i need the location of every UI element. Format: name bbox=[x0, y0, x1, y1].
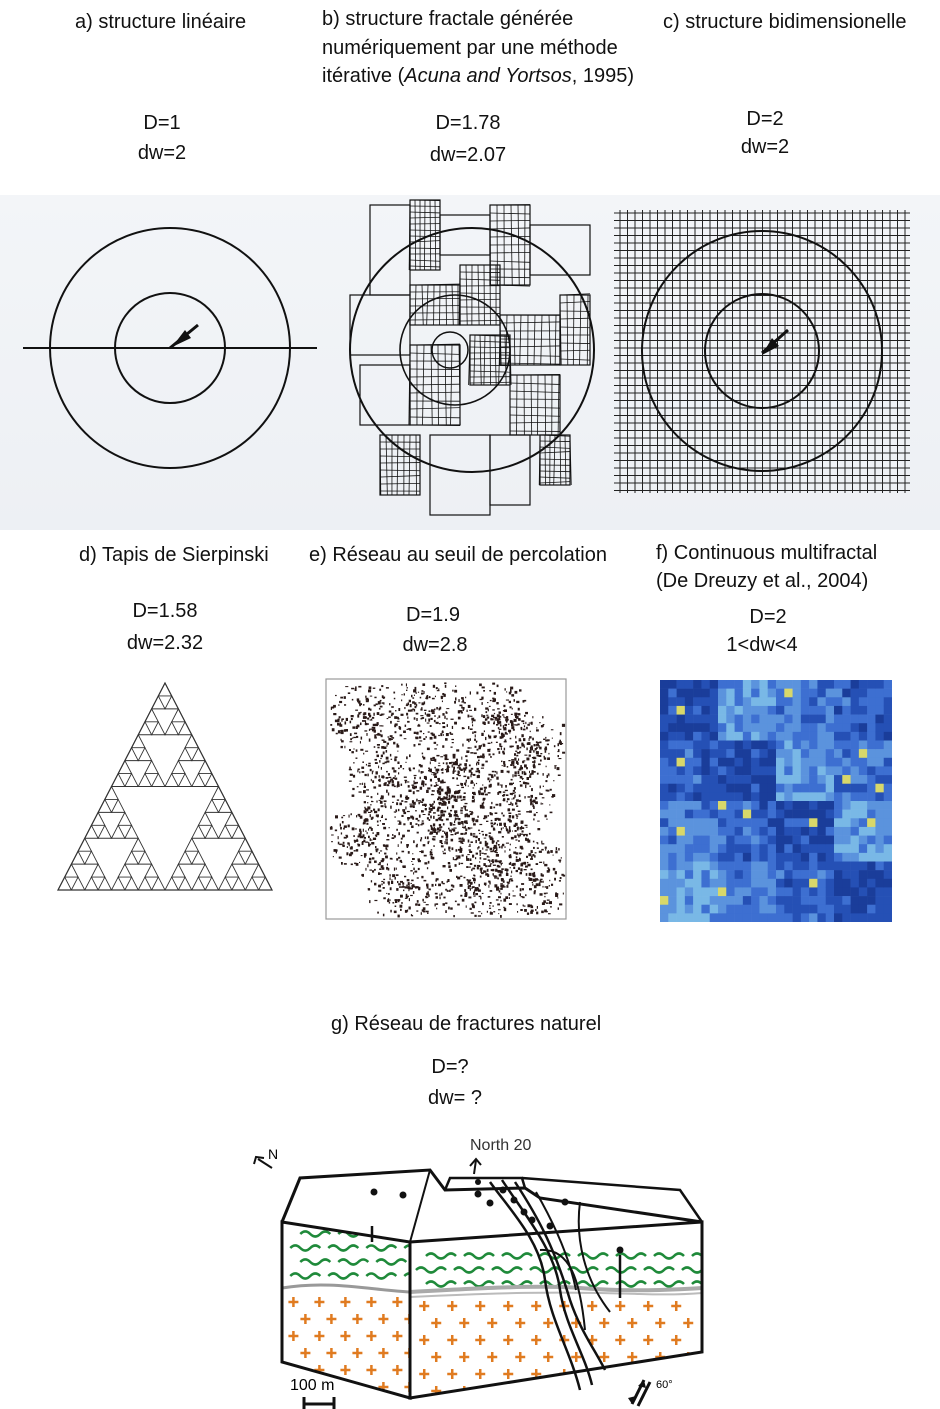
panel-b-citation: Acuna and Yortsos bbox=[404, 65, 572, 87]
panel-d-figure bbox=[55, 680, 275, 895]
panel-g-title: g) Réseau de fractures naturel bbox=[331, 1013, 602, 1035]
panel-c-d-value: D=2 bbox=[746, 108, 784, 130]
panel-e-d-value: D=1.9 bbox=[406, 604, 460, 626]
panel-d-d-value: D=1.58 bbox=[132, 600, 198, 622]
panel-f-d-value: D=2 bbox=[749, 606, 787, 628]
panel-b-title-line2: numériquement par une méthode bbox=[322, 37, 618, 59]
panel-g-dw-value: dw= ? bbox=[428, 1087, 482, 1109]
panel-a-d-value: D=1 bbox=[143, 112, 181, 134]
panel-c-dw-value: dw=2 bbox=[740, 136, 790, 158]
scale-label: 100 m bbox=[290, 1377, 334, 1394]
panel-a-figure bbox=[15, 205, 325, 495]
panel-a-dw-value: dw=2 bbox=[137, 142, 187, 164]
panel-b-title-line3: itérative (Acuna and Yortsos, 1995) bbox=[322, 63, 634, 89]
panel-b-dw-value: dw=2.07 bbox=[429, 144, 507, 166]
panel-b-title-line3-post: , 1995) bbox=[571, 65, 635, 87]
dip-label: 60° bbox=[656, 1379, 673, 1391]
panel-f-title-line1: f) Continuous multifractal bbox=[656, 542, 878, 564]
panel-b-title-line3-pre: itérative ( bbox=[322, 65, 405, 87]
panel-c-figure bbox=[612, 208, 912, 498]
panel-b-figure bbox=[340, 195, 605, 525]
panel-f-figure bbox=[660, 680, 892, 922]
panel-c-title: c) structure bidimensionelle bbox=[663, 11, 907, 33]
north-label: N bbox=[268, 1146, 278, 1162]
panel-a-title: a) structure linéaire bbox=[75, 11, 247, 33]
panel-d-dw-value: dw=2.32 bbox=[126, 632, 204, 654]
panel-e-title: e) Réseau au seuil de percolation bbox=[309, 544, 607, 566]
panel-b-title-line1: b) structure fractale générée bbox=[322, 8, 574, 30]
panel-e-dw-value: dw=2.8 bbox=[402, 634, 468, 656]
panel-g-figure: N North 20 100 m 60° bbox=[240, 1130, 720, 1409]
panel-e-figure bbox=[325, 678, 567, 920]
north20-label: North 20 bbox=[470, 1137, 531, 1154]
panel-b-d-value: D=1.78 bbox=[435, 112, 501, 134]
panel-g-d-value: D=? bbox=[431, 1056, 469, 1078]
panel-f-title-line2: (De Dreuzy et al., 2004) bbox=[656, 570, 869, 592]
panel-f-dw-value: 1<dw<4 bbox=[726, 634, 798, 656]
panel-d-title: d) Tapis de Sierpinski bbox=[79, 544, 269, 566]
